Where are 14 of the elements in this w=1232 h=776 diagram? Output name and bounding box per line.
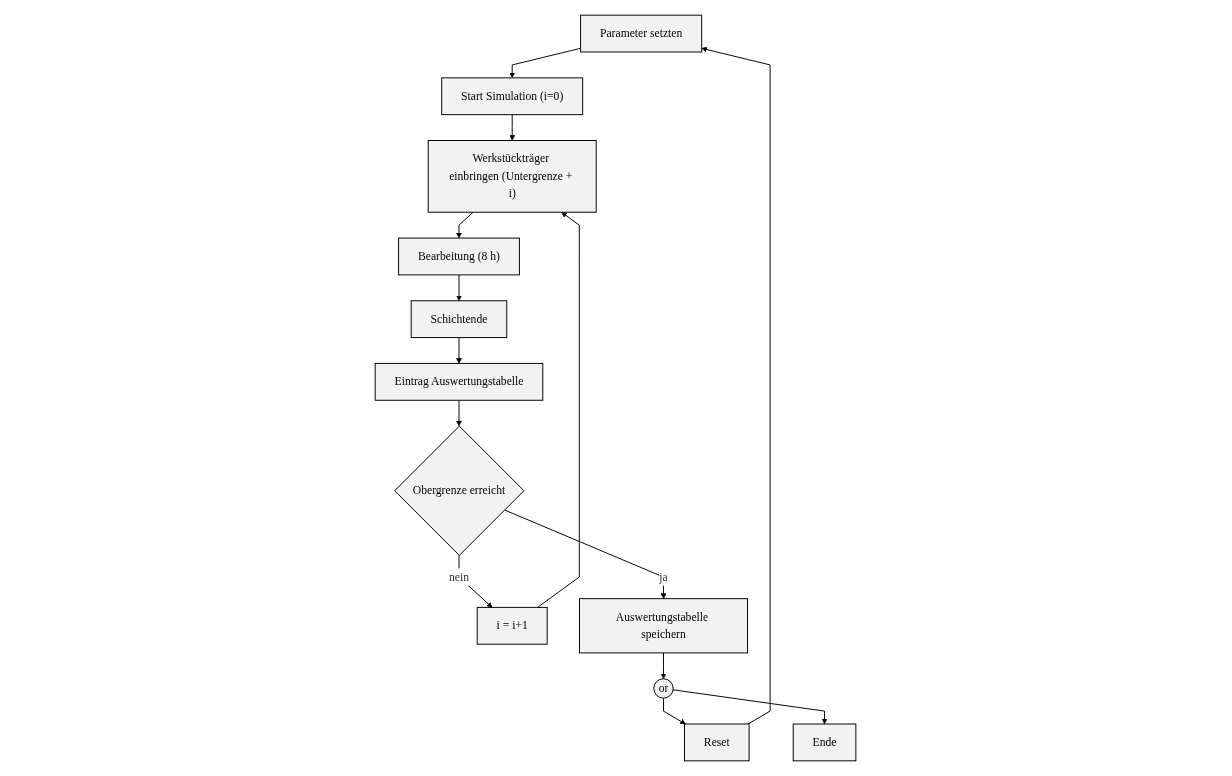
node-box: i = i+1 [477, 606, 549, 645]
node-box: Reset [684, 723, 751, 762]
node-box: Ende [793, 723, 857, 762]
node-box: Werkstückträger einbringen (Untergrenze + i) [428, 140, 598, 213]
node-box: Bearbeitung (8 h) [398, 237, 521, 276]
node-box: Auswertungstabelle speichern [579, 598, 749, 654]
node-box: Parameter setzten [580, 14, 703, 53]
node-circle: or [653, 678, 675, 699]
node-box: Start Simulation (i=0) [441, 77, 584, 116]
node-diamond: Obergrenze erreicht [394, 425, 525, 556]
edge-label: nein [449, 570, 470, 584]
node-box: Schichtende [411, 300, 508, 339]
edge-label: ja [659, 570, 669, 584]
node-box: Eintrag Auswertungstabelle [375, 362, 544, 401]
